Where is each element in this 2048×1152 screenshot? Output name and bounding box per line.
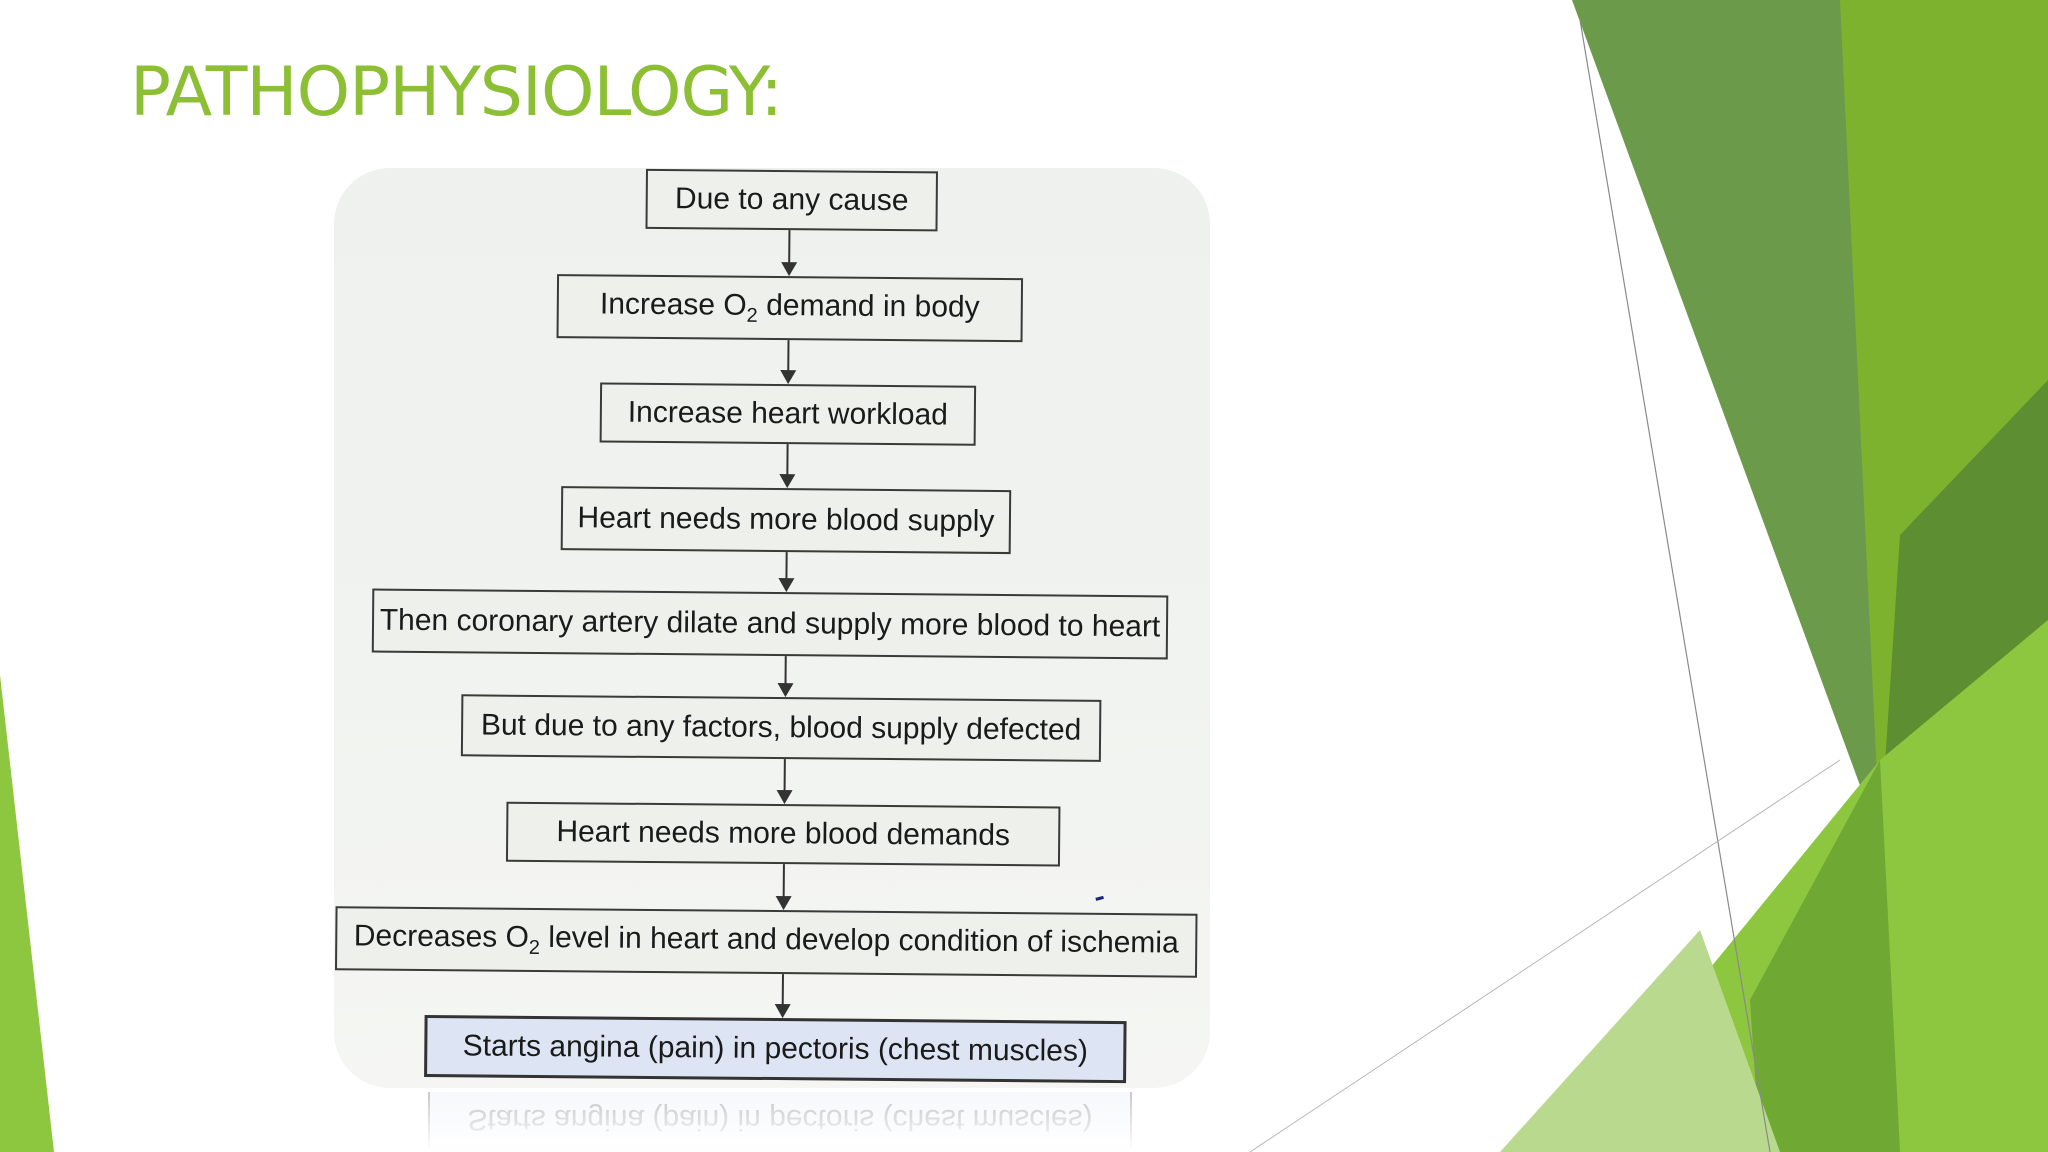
flow-step-label: Starts angina (pain) in pectoris (chest … bbox=[463, 1029, 1089, 1068]
flow-step-text: Decreases O bbox=[353, 918, 530, 954]
decor-thin-line-1 bbox=[1579, 19, 1771, 1152]
flow-step-6: But due to any factors, blood supply def… bbox=[460, 694, 1102, 762]
flow-step-text: Then coronary artery dilate and supply m… bbox=[379, 603, 1161, 644]
decor-green-mid-wedge bbox=[1750, 760, 1900, 1152]
flow-step-3: Increase heart workload bbox=[599, 382, 977, 446]
flow-step-text: Heart needs more blood supply bbox=[577, 501, 995, 538]
flow-step-7: Heart needs more blood demands bbox=[505, 801, 1061, 867]
flow-step-label: Then coronary artery dilate and supply m… bbox=[380, 604, 1161, 645]
flow-step-text-continued: demand in body bbox=[757, 288, 980, 324]
flow-step-label: Heart needs more blood demands bbox=[556, 815, 1010, 853]
flow-step-9: Starts angina (pain) in pectoris (chest … bbox=[424, 1014, 1127, 1084]
flow-step-text: But due to any factors, blood supply def… bbox=[480, 708, 1082, 747]
flow-step-label: Increase O2 demand in body bbox=[600, 287, 980, 329]
flow-step-text: Increase heart workload bbox=[627, 395, 949, 432]
pen-mark bbox=[1095, 895, 1104, 901]
flow-step-2: Increase O2 demand in body bbox=[556, 274, 1024, 343]
flowchart-reflection: Starts angina (pain) in pectoris (chest … bbox=[428, 1092, 1132, 1152]
flow-step-label: Decreases O2 level in heart and develop … bbox=[354, 919, 1179, 965]
reflection-text: Starts angina (pain) in pectoris (chest … bbox=[428, 1092, 1132, 1152]
decor-thin-line-2 bbox=[1249, 759, 1841, 1152]
flow-step-text: Increase O bbox=[599, 286, 747, 322]
flow-step-1: Due to any cause bbox=[645, 168, 938, 232]
flow-step-text-continued: level in heart and develop condition of … bbox=[539, 920, 1179, 960]
flow-step-text: Due to any cause bbox=[674, 182, 909, 218]
flow-step-label: Increase heart workload bbox=[628, 396, 948, 433]
decor-light-green-wedge bbox=[1500, 930, 1780, 1152]
flow-step-text: Heart needs more blood demands bbox=[556, 815, 1011, 853]
flow-step-5: Then coronary artery dilate and supply m… bbox=[371, 588, 1169, 660]
flow-step-subscript: 2 bbox=[746, 304, 758, 327]
flow-step-subscript: 2 bbox=[528, 936, 541, 959]
flow-step-label: Heart needs more blood supply bbox=[577, 501, 994, 539]
flow-step-text: Starts angina (pain) in pectoris (chest … bbox=[462, 1029, 1089, 1068]
flow-step-label: Due to any cause bbox=[675, 182, 909, 218]
slide-title: PATHOPHYSIOLOGY: bbox=[130, 53, 783, 132]
decor-dark-green-triangle bbox=[1572, 0, 1900, 840]
flow-step-label: But due to any factors, blood supply def… bbox=[481, 708, 1082, 747]
flow-step-4: Heart needs more blood supply bbox=[560, 486, 1012, 555]
decor-left-edge-triangle bbox=[0, 675, 54, 1152]
flow-step-8: Decreases O2 level in heart and develop … bbox=[334, 906, 1198, 978]
